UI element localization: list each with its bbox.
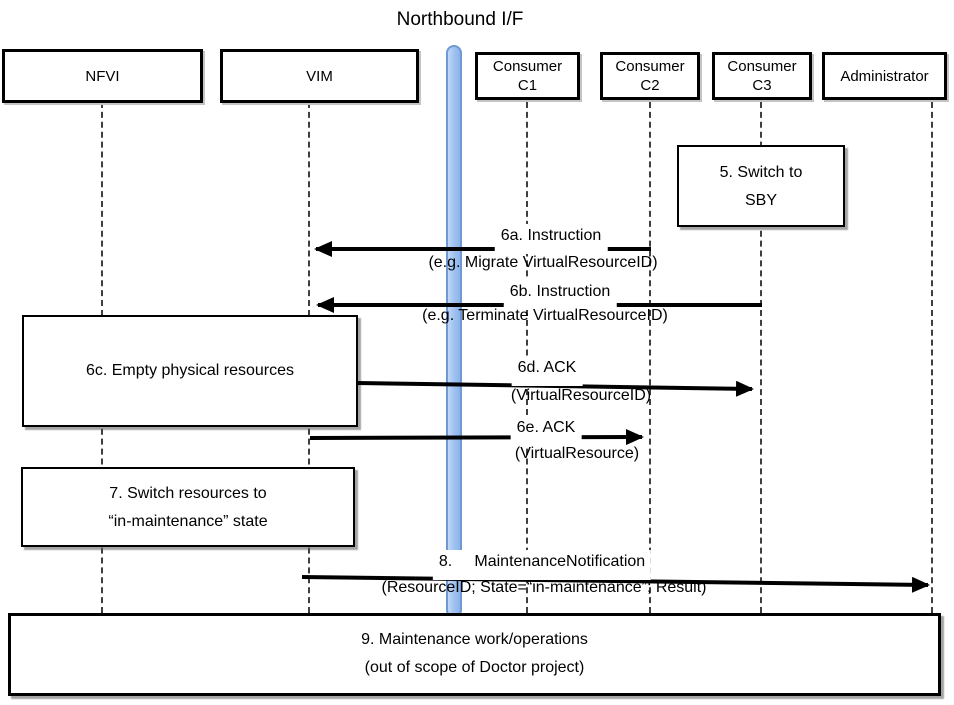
actor-box-nfvi: NFVI <box>2 49 203 103</box>
message-8-label: 8. MaintenanceNotification <box>432 550 652 580</box>
actor-box-consumer-c1: Consumer C1 <box>475 52 580 100</box>
lifeline-consumer-c2 <box>649 102 651 613</box>
note-step7-line1: 7. Switch resources to <box>109 485 267 502</box>
message-6e-detail: (VirtualResource) <box>514 445 640 462</box>
actor-label-consumer-c3-line2: C3 <box>752 77 772 94</box>
note-step5-switch-to-sby: 5. Switch to SBY <box>677 145 845 227</box>
note-step9-maintenance-work: 9. Maintenance work/operations (out of s… <box>8 613 941 696</box>
note-step9-line1: 9. Maintenance work/operations <box>361 631 588 648</box>
note-step9-line2: (out of scope of Doctor project) <box>364 659 585 676</box>
message-6e-label: 6e. ACK <box>510 416 582 446</box>
actor-label-consumer-c2: Consumer C2 <box>615 57 684 95</box>
arrow-8-maintenance-notification <box>301 575 930 593</box>
actor-box-consumer-c2: Consumer C2 <box>600 52 700 100</box>
note-step6c-line1: 6c. Empty physical resources <box>85 362 295 379</box>
message-6a-label: 6a. Instruction <box>494 224 608 254</box>
actor-label-vim: VIM <box>306 67 333 85</box>
actor-label-consumer-c3: Consumer C3 <box>727 57 796 95</box>
actor-box-vim: VIM <box>220 49 419 103</box>
arrow-6e-ack <box>309 429 644 446</box>
note-step5-line2: SBY <box>744 192 777 209</box>
message-6b-label: 6b. Instruction <box>503 280 617 310</box>
message-6b-detail: (e.g. Terminate VirtualResourceID) <box>422 307 668 324</box>
lifeline-administrator <box>931 102 933 613</box>
message-8-detail: (ResourceID; State=“in-maintenance”; Res… <box>381 579 707 596</box>
actor-box-consumer-c3: Consumer C3 <box>712 52 812 100</box>
note-step6c-empty-physical-resources: 6c. Empty physical resources <box>22 315 358 427</box>
actor-label-consumer-c1-line2: C1 <box>517 77 538 94</box>
actor-label-consumer-c1: Consumer C1 <box>493 57 562 95</box>
note-step5-line1: 5. Switch to <box>719 164 803 181</box>
actor-label-nfvi: NFVI <box>85 67 120 85</box>
actor-box-administrator: Administrator <box>822 52 947 100</box>
diagram-title: Northbound I/F <box>396 9 524 30</box>
lifeline-consumer-c3 <box>760 102 762 613</box>
note-step7-line2: “in-maintenance” state <box>108 513 268 530</box>
actor-label-consumer-c1-line1: Consumer <box>492 58 563 75</box>
note-step7-switch-resources: 7. Switch resources to “in-maintenance” … <box>21 467 355 547</box>
message-6d-detail: (VirtualResourceID) <box>510 387 652 404</box>
message-6a-detail: (e.g. Migrate VirtualResourceID) <box>428 254 658 271</box>
actor-label-consumer-c2-line2: C2 <box>640 77 660 94</box>
arrow-6d-ack <box>357 380 754 397</box>
actor-label-consumer-c2-line1: Consumer <box>615 58 685 75</box>
actor-label-consumer-c3-line1: Consumer <box>727 58 797 75</box>
actor-label-administrator: Administrator <box>840 67 929 85</box>
message-6d-label: 6d. ACK <box>511 356 583 386</box>
